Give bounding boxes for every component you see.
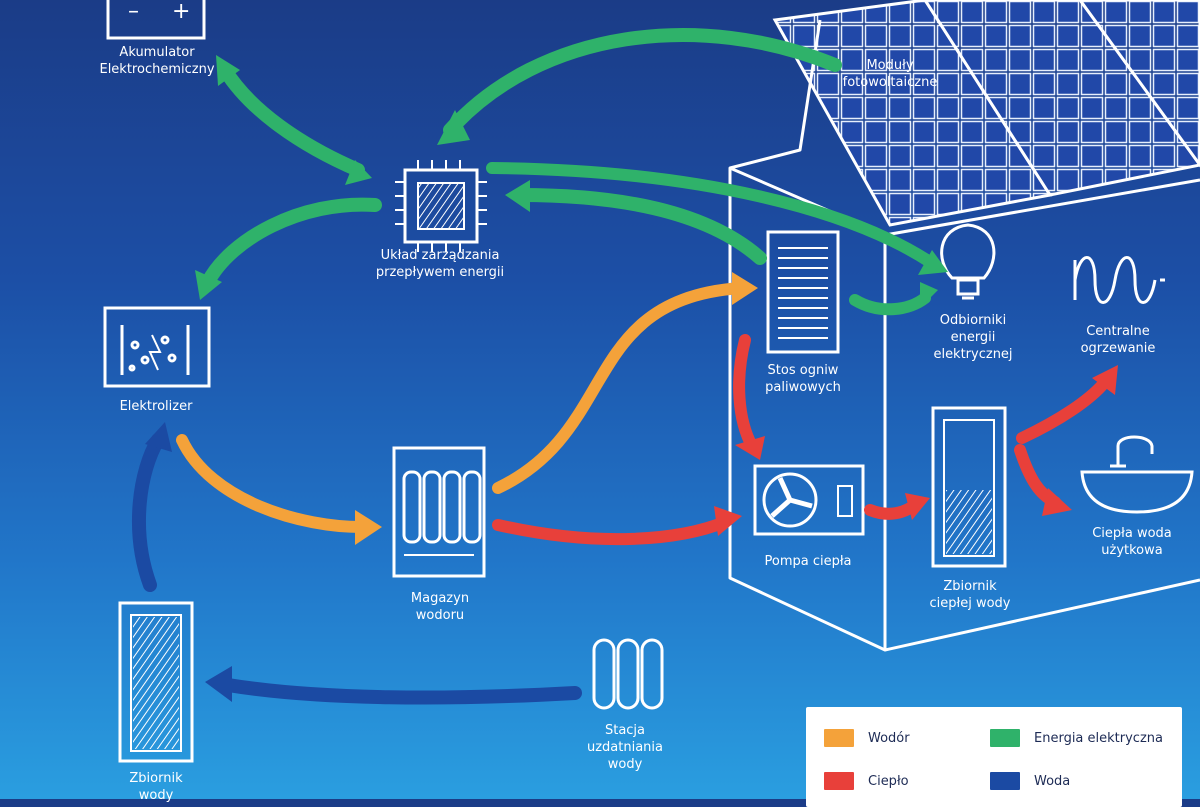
arrowhead-to-water-tank <box>205 666 232 702</box>
legend-label-electric: Energia elektryczna <box>1034 730 1163 746</box>
arrowhead-to-battery <box>216 55 240 86</box>
legend-swatch-electric <box>990 729 1020 747</box>
arrowhead-to-heating <box>1092 365 1118 395</box>
arrow-controller-battery <box>218 63 365 177</box>
hydrogen-storage-icon <box>392 446 486 578</box>
arrow-watertank-to-electrolyzer <box>131 433 165 592</box>
pv-modules-panels <box>772 0 1200 227</box>
electrolyzer-label: Elektrolizer <box>119 399 193 414</box>
hot-water-tap-icon <box>1080 435 1194 514</box>
arrow-fuelcell-to-heatpump <box>733 334 758 452</box>
legend-item-heat: Ciepło <box>824 772 909 790</box>
legend-item-hydrogen: Wodór <box>824 729 910 747</box>
arrow-treatment-to-watertank <box>221 678 582 705</box>
pv-panel-right <box>1078 0 1200 168</box>
legend-swatch-water <box>990 772 1020 790</box>
battery-icon: – + <box>106 0 206 40</box>
arrowhead-to-loads <box>918 250 948 275</box>
arrowhead-to-controller <box>345 160 372 185</box>
battery-minus-sign: – <box>128 0 139 24</box>
arrow-fuelcell-to-controller <box>513 188 767 265</box>
arrow-heatpump-to-tank <box>864 499 921 520</box>
pv-panel-middle <box>923 0 1200 197</box>
legend-label-heat: Ciepło <box>868 773 909 789</box>
hot-water-tank-icon <box>931 406 1007 568</box>
heat-pump-icon <box>753 464 865 536</box>
electrolyzer-icon <box>103 306 211 388</box>
legend-label-hydrogen: Wodór <box>868 730 910 746</box>
arrowhead-to-electrolyzer-water <box>145 422 172 452</box>
arrow-storage-to-fuelcell <box>492 282 746 494</box>
heat-pump-label: Pompa ciepła <box>764 554 852 569</box>
arrowhead-to-hot-water <box>1042 488 1072 516</box>
legend-swatch-hydrogen <box>824 729 854 747</box>
legend-item-electric: Energia elektryczna <box>990 729 1163 747</box>
water-treatment-icon <box>592 638 664 710</box>
water-tank-icon <box>118 601 194 763</box>
light-bulb-icon <box>940 223 996 300</box>
arrowhead-fuelcell-to-heatpump <box>735 436 765 460</box>
flow-arrows <box>131 27 1118 705</box>
arrow-tank-to-heating <box>1016 376 1111 444</box>
arrow-fuelcell-to-loads <box>849 292 931 316</box>
arrow-pv-to-controller <box>443 27 842 137</box>
arrow-controller-to-electrolyzer <box>201 197 382 289</box>
legend-item-water: Woda <box>990 772 1070 790</box>
arrow-storage-to-heatpump <box>492 516 731 546</box>
arrowhead-to-electrolyzer <box>195 270 222 300</box>
legend: Wodór Energia elektryczna Ciepło Woda <box>806 707 1182 807</box>
arrowhead-to-hot-water-tank <box>905 493 930 520</box>
battery-plus-sign: + <box>172 0 190 24</box>
legend-label-water: Woda <box>1034 773 1071 789</box>
chip-icon <box>395 160 487 252</box>
legend-swatch-heat <box>824 772 854 790</box>
heating-coil-icon <box>1073 256 1165 304</box>
arrowhead-to-fuel-cell <box>732 272 758 305</box>
arrowhead-to-hydrogen-storage <box>355 510 382 545</box>
arrow-controller-to-loads <box>486 162 936 268</box>
arrow-electrolyzer-to-storage <box>176 434 371 534</box>
arrowhead-pv-to-controller <box>437 110 470 145</box>
arrowhead-to-heat-pump <box>714 506 742 536</box>
arrowhead-fuelcell-to-loads <box>920 282 938 308</box>
fuel-cell-stack-icon <box>766 230 840 354</box>
arrowhead-fuelcell-to-controller <box>505 180 530 212</box>
